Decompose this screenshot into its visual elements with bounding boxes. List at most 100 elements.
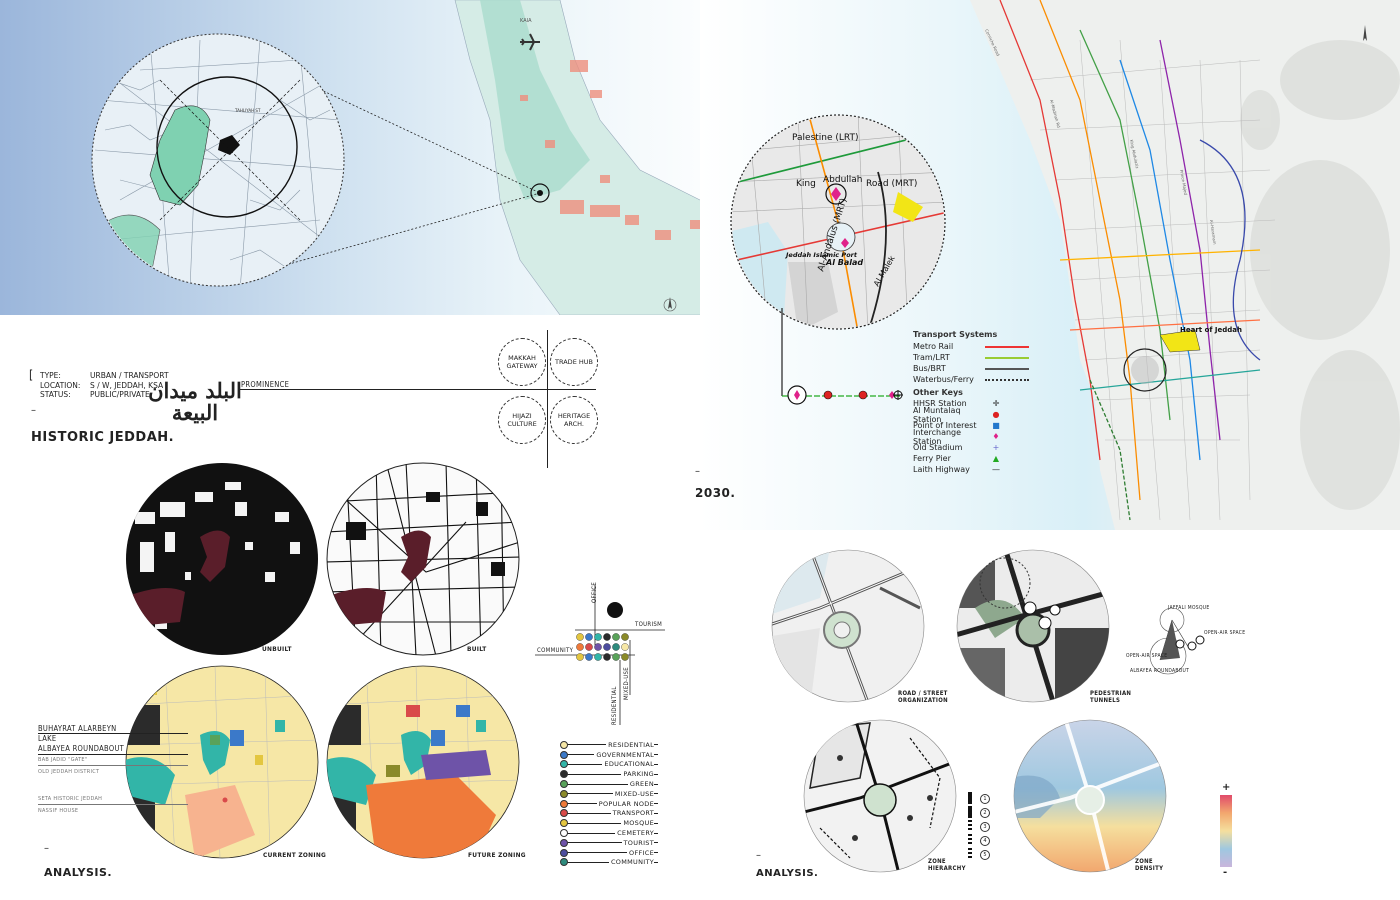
zoning-legend-leader xyxy=(566,793,658,795)
zoning-swatch xyxy=(560,740,568,749)
legend-symbol-icon: + xyxy=(992,443,1000,452)
program-dot xyxy=(612,633,620,641)
prominence-label: PROMINENCE xyxy=(241,380,290,389)
zone-hierarchy-circle xyxy=(800,718,965,882)
zoning-legend-row: TRANSPORT xyxy=(540,809,660,819)
built-circle xyxy=(326,462,520,660)
program-dot xyxy=(621,643,629,651)
unbuilt-circle xyxy=(125,462,319,660)
project-info-table: TYPE:URBAN / TRANSPORT LOCATION:S / W, J… xyxy=(40,371,169,399)
zoning-legend-row: RESIDENTIAL xyxy=(540,740,660,750)
zoning-legend-row: GREEN xyxy=(540,779,660,789)
other-keys-title: Other Keys xyxy=(913,388,963,397)
hierarchy-number: 4 xyxy=(980,836,990,846)
program-dot xyxy=(612,643,620,651)
hierarchy-bar xyxy=(968,806,972,818)
transport-zoom-circle: Palestine (LRT) King Abdullah Road (MRT)… xyxy=(728,112,948,332)
road-organization-circle xyxy=(760,548,940,712)
zone-density-circle xyxy=(1010,718,1175,882)
node-diagram: JAFFALI MOSQUE OPEN-AIR SPACE OPEN-AIR S… xyxy=(1126,605,1246,675)
future-zoning-circle xyxy=(326,665,520,863)
prominence-circle: HERITAGE ARCH. xyxy=(550,396,598,444)
svg-text:Road (MRT): Road (MRT) xyxy=(866,179,917,189)
zoning-legend-label: TOURIST xyxy=(621,838,654,847)
legend-symbol-icon: ● xyxy=(992,410,1000,419)
label-zone-density: ZONE DENSITY xyxy=(1135,858,1164,872)
current-zoning-circle xyxy=(125,665,319,863)
zoning-legend-label: CEMETERY xyxy=(615,829,654,838)
label-unbuilt: UNBUILT xyxy=(262,645,292,653)
legend-symbol-icon: ♦ xyxy=(992,432,1000,441)
legend-system-row: Waterbus/Ferry xyxy=(913,374,1033,385)
zoning-legend-row: OFFICE xyxy=(540,848,660,858)
zoning-swatch xyxy=(560,838,568,847)
legend-key-label: HHSR Station xyxy=(913,399,967,408)
program-dot xyxy=(603,653,611,661)
pedestrian-tunnels-circle xyxy=(945,548,1125,712)
legend-symbol-icon: ✛ xyxy=(992,399,1000,408)
program-dot xyxy=(576,633,584,641)
zoom-circle-old-city: TAHLIYAH ST xyxy=(91,33,345,287)
heart-label: Heart of Jeddah xyxy=(1180,326,1242,334)
zoning-swatch xyxy=(560,770,568,779)
zoning-swatch xyxy=(560,829,568,838)
legend-line-swatch xyxy=(985,345,1029,348)
hierarchy-bar xyxy=(968,834,972,846)
svg-text:Abdullah: Abdullah xyxy=(823,175,863,185)
label-current-zoning: CURRENT ZONING xyxy=(263,851,327,859)
project-title: HISTORIC JEDDAH. xyxy=(31,430,175,445)
zoning-legend-label: MIXED-USE xyxy=(612,789,654,798)
legend-system-label: Waterbus/Ferry xyxy=(913,375,974,384)
zoning-legend-label: GREEN xyxy=(627,780,654,789)
zoning-legend-row: CEMETERY xyxy=(540,828,660,838)
zoning-legend-row: MIXED-USE xyxy=(540,789,660,799)
transport-map-svg: Heart of Jeddah Corniche Road Al-Madinah… xyxy=(970,0,1400,530)
legend-system-row: Bus/BRT xyxy=(913,363,1033,374)
zoning-swatch xyxy=(560,848,568,857)
label-road-organization: ROAD / STREET ORGANIZATION xyxy=(898,690,948,704)
prominence-circle: MAKKAH GATEWAY xyxy=(498,338,546,386)
zoning-legend-leader xyxy=(566,822,658,824)
legend-symbol-icon: ■ xyxy=(992,421,1000,430)
zoning-legend-label: COMMUNITY xyxy=(608,858,654,867)
program-dot xyxy=(585,643,593,651)
legend-key-row: Old Stadium+ xyxy=(913,442,1033,453)
prominence-line xyxy=(238,389,548,390)
legend-system-label: Metro Rail xyxy=(913,342,954,351)
zoning-legend-label: TRANSPORT xyxy=(610,809,654,818)
zoning-legend-row: PARKING xyxy=(540,769,660,779)
station-bar xyxy=(780,300,910,410)
prominence-circle: TRADE HUB xyxy=(550,338,598,386)
analysis-right-heading: ANALYSIS. xyxy=(756,868,819,879)
svg-text:Prince Majed: Prince Majed xyxy=(1179,169,1188,196)
prominence-axis-h xyxy=(500,389,596,390)
program-dot xyxy=(621,633,629,641)
legend-key-row: Al Muntalaq Station● xyxy=(913,406,1033,424)
hierarchy-number: 1 xyxy=(980,794,990,804)
zoning-legend-label: POPULAR NODE xyxy=(596,799,654,808)
program-dot xyxy=(603,643,611,651)
label-built: BUILT xyxy=(467,645,487,653)
program-dot xyxy=(576,643,584,651)
hierarchy-number: 2 xyxy=(980,808,990,818)
zoning-legend-leader xyxy=(566,842,658,844)
project-info: [ xyxy=(29,368,34,382)
legend-key-row: Laith Highway— xyxy=(913,464,1033,475)
svg-text:King Abdulaziz: King Abdulaziz xyxy=(1129,139,1140,169)
prominence-axis xyxy=(547,330,548,468)
program-diagram: OFFICE TOURISM COMMUNITY RESIDENTIAL MIX… xyxy=(535,581,665,725)
legend-line-swatch xyxy=(985,378,1029,381)
zoning-swatch xyxy=(560,750,568,759)
zoning-swatch xyxy=(560,760,568,769)
label-zone-hierarchy: ZONE HIERARCHY xyxy=(928,858,966,872)
zoning-swatch xyxy=(560,809,568,818)
zoom-label-palestine: Palestine (LRT) xyxy=(792,133,859,143)
zoning-legend-row: TOURIST xyxy=(540,838,660,848)
arabic-title: البلد ميدان البيعة xyxy=(148,378,242,425)
airplane-icon xyxy=(520,33,540,51)
zoning-legend-label: PARKING xyxy=(621,770,654,779)
label-pedestrian-tunnels: PEDESTRIAN TUNNELS xyxy=(1090,690,1132,704)
legend-title: Transport Systems xyxy=(913,330,998,339)
zoning-swatch xyxy=(560,799,568,808)
